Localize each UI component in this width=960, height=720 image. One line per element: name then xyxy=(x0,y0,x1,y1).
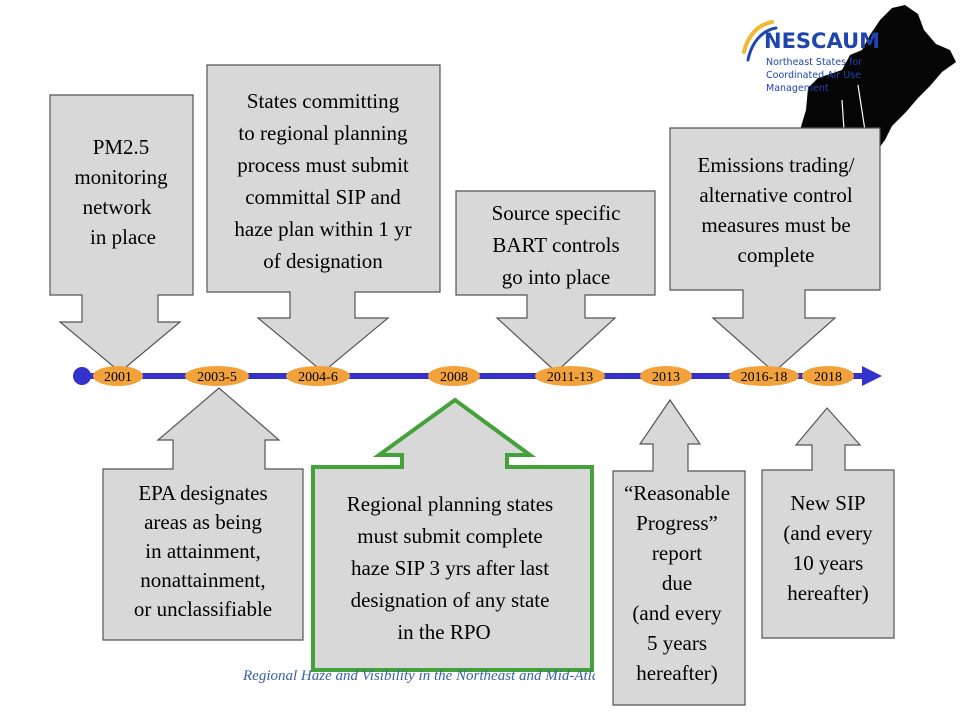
callout-line: of designation xyxy=(263,249,383,273)
callout-line: “Reasonable xyxy=(624,481,730,505)
logo-subtitle-line: Management xyxy=(766,83,829,94)
callout-line: in the RPO xyxy=(397,620,490,644)
callout-line: Emissions trading/ xyxy=(698,153,855,177)
year-marker-2013 xyxy=(640,366,692,386)
callout-states-committing: States committing to regional planning pro… xyxy=(206,64,441,373)
callout-line: EPA designates xyxy=(138,481,267,505)
callout-line: process must submit xyxy=(237,153,409,177)
callout-epa-text: EPA designates areas as being in attainmen… xyxy=(134,481,272,621)
year-marker-2008 xyxy=(428,366,480,386)
year-marker-2004-6 xyxy=(286,366,350,386)
callout-line: haze plan within 1 yr xyxy=(234,217,411,241)
callout-emissions-text: Emissions trading/alternative control mea… xyxy=(698,153,855,267)
callout-line: (and every xyxy=(632,601,722,625)
callout-line: designation of any state xyxy=(351,588,550,612)
logo-subtitle-line: Northeast States for xyxy=(766,57,862,68)
callout-emissions-trading: Emissions trading/alternative control mea… xyxy=(669,127,881,373)
callout-line: hereafter) xyxy=(787,581,869,605)
year-label-2004-6: 2004-6 xyxy=(298,370,338,385)
nescaum-logo: NESCAUM Northeast States for Coordinated… xyxy=(742,20,880,94)
callout-line: committal SIP and xyxy=(245,185,401,209)
callout-line: Regional planning states xyxy=(347,492,553,516)
callout-new-sip: New SIP (and every 10 years hereafter) xyxy=(761,407,895,639)
callout-line: must submit complete xyxy=(357,524,542,548)
callout-line: due xyxy=(662,571,692,595)
callout-line: 10 years xyxy=(793,551,864,575)
callout-line: or unclassifiable xyxy=(134,597,272,621)
year-label-2003-5: 2003-5 xyxy=(197,370,237,385)
callout-newsip-text: New SIP (and every 10 years hereafter) xyxy=(783,491,873,605)
callout-line: report xyxy=(652,541,702,565)
callout-line: (and every xyxy=(783,521,873,545)
callout-regional-planning: Regional planning states must submit comp… xyxy=(311,397,594,672)
year-marker-2016-18 xyxy=(729,366,799,386)
callout-line: haze SIP 3 yrs after last xyxy=(351,556,549,580)
callout-line: go into place xyxy=(502,265,610,289)
timeline: 2001 2003-5 2004-6 2008 2011-13 2013 2016-18 20… xyxy=(73,366,882,386)
callout-line: in place xyxy=(90,225,156,249)
callout-pm25-text: PM2.5 monitoring network in place xyxy=(74,135,168,249)
callout-line: States committing xyxy=(247,89,400,113)
footer-caption: Regional Haze and Visibility in the Nort… xyxy=(243,668,595,684)
callout-line: Progress” xyxy=(636,511,718,535)
callout-regional-text: Regional planning states must submit comp… xyxy=(347,492,553,644)
callout-line: in attainment, xyxy=(145,539,260,563)
timeline-start-dot xyxy=(73,367,91,385)
timeline-end-arrow xyxy=(862,366,882,386)
year-marker-2011-13 xyxy=(535,366,605,386)
year-label-2008: 2008 xyxy=(440,370,468,385)
year-label-2013: 2013 xyxy=(652,370,680,385)
callout-line: hereafter) xyxy=(636,661,718,685)
callout-line: monitoring xyxy=(74,165,168,189)
callout-line: PM2.5 xyxy=(93,135,150,159)
year-label-2001: 2001 xyxy=(104,370,132,385)
year-label-2016-18: 2016-18 xyxy=(741,370,788,385)
callout-line: measures must be xyxy=(701,213,850,237)
year-marker-2003-5 xyxy=(185,366,249,386)
callout-line: 5 years xyxy=(647,631,707,655)
year-markers: 2001 2003-5 2004-6 2008 2011-13 2013 2016-18 20… xyxy=(93,366,854,386)
callout-line: alternative control xyxy=(699,183,853,207)
callout-line: Source specific xyxy=(492,201,621,225)
year-marker-2001 xyxy=(93,366,143,386)
year-marker-2018 xyxy=(802,366,854,386)
year-label-2011-13: 2011-13 xyxy=(547,370,593,385)
callout-line: complete xyxy=(738,243,815,267)
year-label-2018: 2018 xyxy=(814,370,842,385)
callout-line: nonattainment, xyxy=(140,568,265,592)
callout-epa-designates: EPA designates areas as being in attainmen… xyxy=(102,387,304,641)
logo-title: NESCAUM xyxy=(764,29,880,53)
callout-line: BART controls xyxy=(492,233,619,257)
callout-line: New SIP xyxy=(790,491,865,515)
callout-line: areas as being xyxy=(144,510,262,534)
logo-subtitle-line: Coordinated Air Use xyxy=(766,70,861,81)
callout-states-committing-text: States committing to regional planning pro… xyxy=(234,89,411,273)
callout-line: network xyxy=(83,195,152,219)
callout-line: to regional planning xyxy=(238,121,408,145)
callout-pm25-monitoring: PM2.5 monitoring network in place xyxy=(49,94,194,373)
